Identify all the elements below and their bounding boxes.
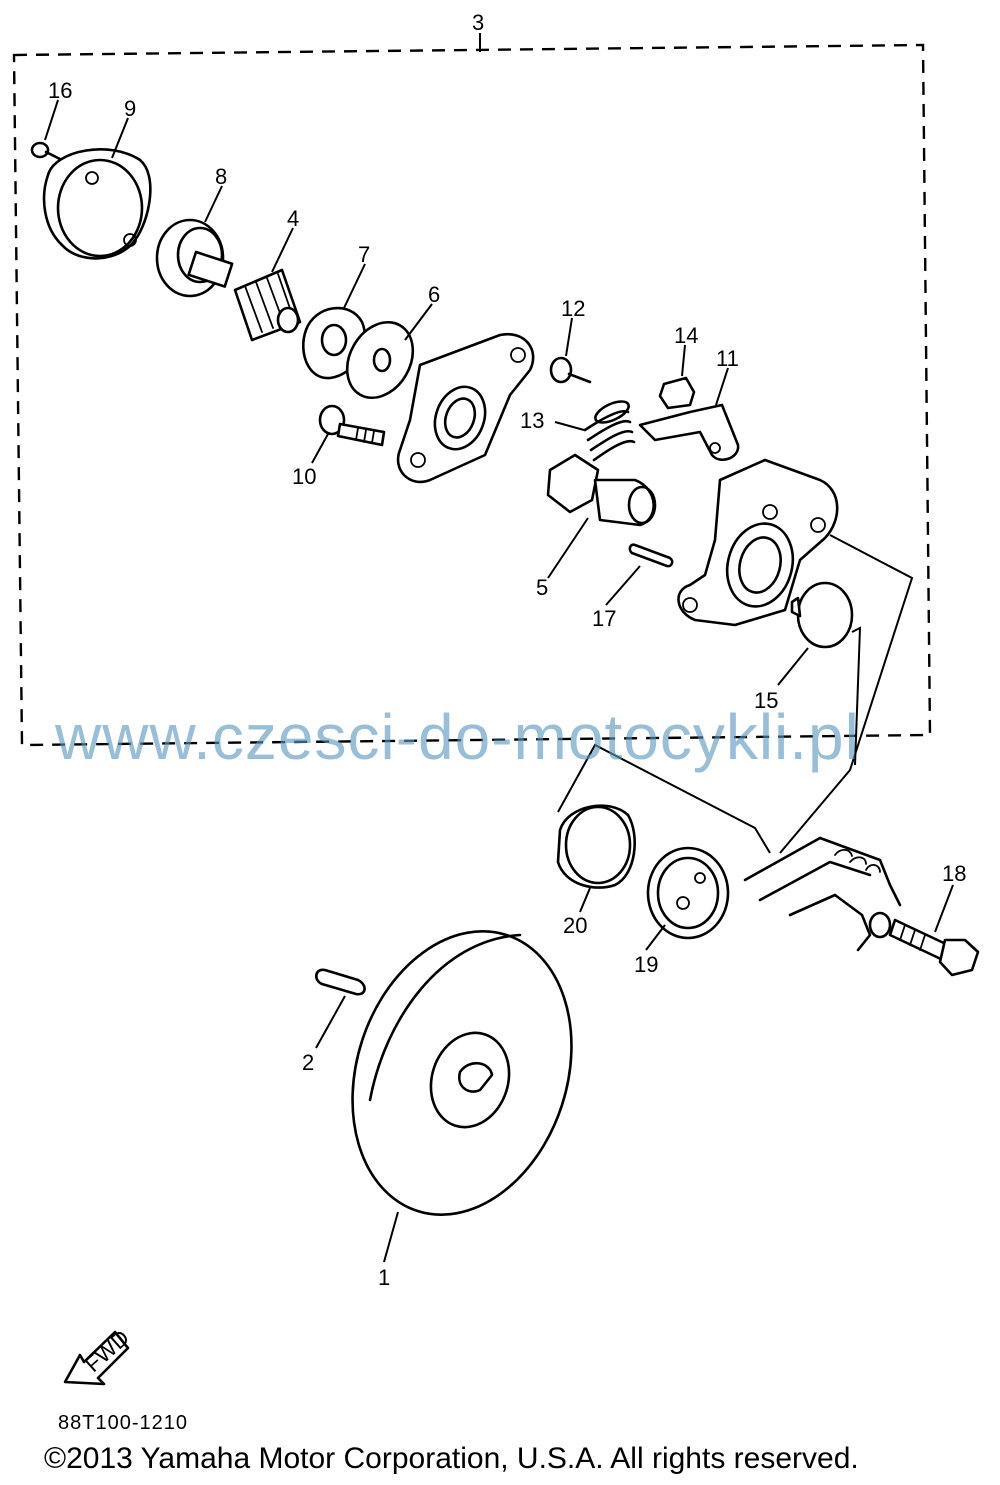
- callout-14: 14: [674, 323, 698, 348]
- part-4-worm-gear: [233, 227, 302, 342]
- callout-1: 1: [378, 1265, 390, 1290]
- assembly-boundary: [12, 43, 932, 747]
- part-2-key: [315, 968, 366, 1049]
- part-5-cam-shaft: [546, 453, 657, 579]
- part-10-bolt: [311, 404, 386, 464]
- callout-16: 16: [48, 78, 72, 103]
- part-9-cover: [42, 117, 152, 260]
- callout-9: 9: [124, 96, 136, 121]
- part-20-cap: [556, 804, 636, 913]
- part-8-bearing: [155, 185, 234, 298]
- diagram-part-number: 88T100-1210: [58, 1412, 188, 1434]
- callout-5: 5: [536, 575, 548, 600]
- center-housing: [396, 332, 535, 484]
- callout-20: 20: [563, 913, 587, 938]
- callout-13: 13: [520, 408, 544, 433]
- callout-4: 4: [287, 206, 299, 231]
- part-18-bolt: [888, 884, 980, 977]
- engine-block: [743, 836, 902, 952]
- part-19-seal: [645, 846, 730, 951]
- part-1-sheave: [351, 930, 573, 1263]
- callout-17: 17: [592, 606, 616, 631]
- callout-11: 11: [716, 346, 739, 371]
- callout-7: 7: [358, 242, 370, 267]
- callout-8: 8: [215, 164, 227, 189]
- callout-2: 2: [302, 1050, 314, 1075]
- part-17-pin: [605, 543, 674, 606]
- part-12-bolt: [549, 317, 592, 384]
- callout-12: 12: [561, 296, 585, 321]
- part-14-grommet: [658, 344, 696, 410]
- part-16-screw: [30, 99, 64, 162]
- fwd-arrow-icon: FWD: [63, 1325, 134, 1386]
- callout-19: 19: [634, 952, 658, 977]
- copyright-notice: ©2013 Yamaha Motor Corporation, U.S.A. A…: [44, 1442, 859, 1475]
- part-13-spring: [554, 400, 636, 462]
- part-6-washer: [345, 303, 433, 400]
- callout-18: 18: [942, 861, 966, 886]
- callout-10: 10: [292, 464, 316, 489]
- large-housing: [677, 458, 839, 627]
- watermark: www.czesci-do-motocykli.pl: [55, 701, 860, 773]
- callout-3: 3: [472, 10, 484, 35]
- part-11-lever: [638, 367, 740, 461]
- callout-15: 15: [754, 688, 778, 713]
- part-15-plug: [777, 581, 854, 686]
- callout-6: 6: [428, 282, 440, 307]
